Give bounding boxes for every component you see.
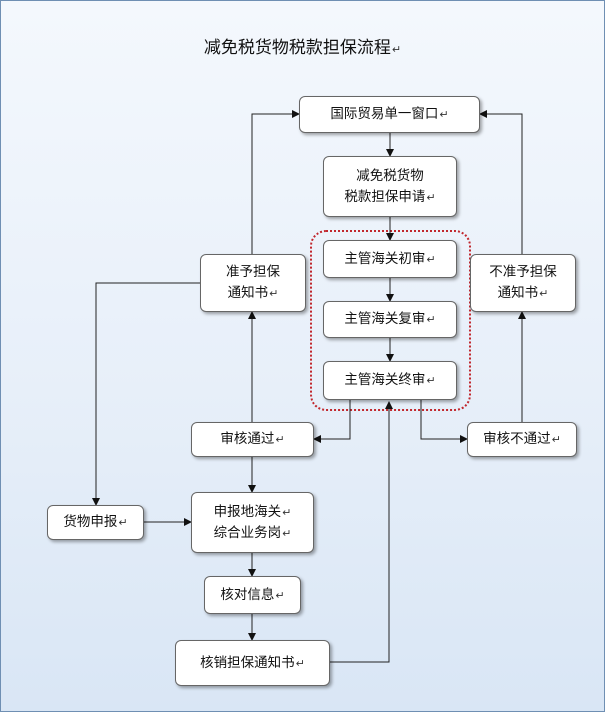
- node-guarantee-application: 减免税货物税款担保申请↵: [323, 156, 457, 217]
- node-final-review: 主管海关终审↵: [323, 361, 457, 400]
- arrow-cancel-to-final: [330, 401, 393, 663]
- arrow-approve-to-declare: [92, 282, 200, 506]
- node-single-window: 国际贸易单一窗口↵: [299, 96, 480, 133]
- arrow-final-to-pass: [313, 400, 351, 443]
- arrow-final-to-fail: [420, 400, 468, 443]
- node-approval-notice: 准予担保通知书↵: [200, 254, 306, 312]
- diagram-title: 减免税货物税款担保流程↵: [203, 38, 402, 58]
- node-local-customs-desk: 申报地海关↵综合业务岗↵: [191, 492, 314, 553]
- node-goods-declaration: 货物申报↵: [47, 505, 144, 540]
- node-review-passed: 审核通过↵: [191, 422, 314, 457]
- arrow-reject-to-window: [479, 110, 523, 254]
- node-rejection-notice: 不准予担保通知书↵: [470, 254, 576, 312]
- node-cancel-guarantee-notice: 核销担保通知书↵: [175, 640, 330, 686]
- node-first-review: 主管海关初审↵: [323, 240, 457, 278]
- node-verify-info: 核对信息↵: [204, 576, 301, 614]
- node-review-failed: 审核不通过↵: [467, 422, 577, 457]
- arrow-approve-to-window: [251, 110, 300, 254]
- node-second-review: 主管海关复审↵: [323, 301, 457, 338]
